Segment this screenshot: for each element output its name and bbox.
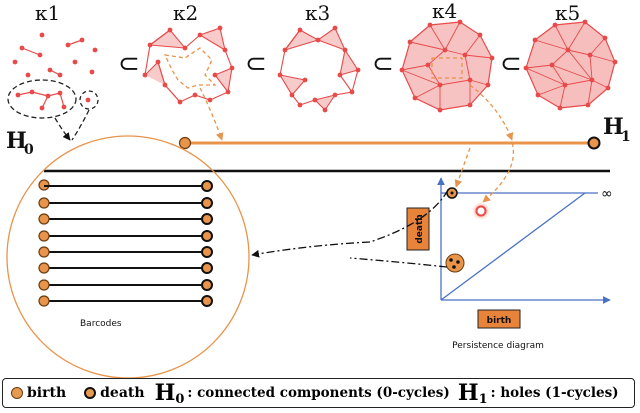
h1-bar-birth: [178, 136, 192, 150]
h0-subscript: 0: [24, 142, 34, 158]
h0-bars: [38, 179, 213, 307]
persistence-diagram: ∞ death birth Persistence diagram: [251, 142, 613, 351]
birth-label: birth: [487, 316, 512, 326]
birth-dot-icon: [11, 387, 23, 399]
h0-letter: H: [6, 128, 27, 154]
complex-label-5: κ5: [555, 1, 580, 25]
death-label-box: [406, 207, 430, 251]
legend-h1-desc: : holes (1-cycles): [490, 385, 619, 401]
component-highlight-1: [7, 79, 77, 119]
h1-bar: [178, 136, 601, 150]
h1-bar-death: [587, 136, 601, 150]
subset-symbol-2: ⊂: [245, 49, 267, 79]
birth-label-box: [477, 309, 521, 329]
legend-h1-subscript: 1: [478, 391, 488, 407]
infinity-symbol: ∞: [601, 186, 613, 202]
complex-label-2: κ2: [173, 1, 198, 25]
subset-symbol-3: ⊂: [372, 49, 394, 79]
legend-h0-subscript: 0: [175, 391, 185, 407]
legend-death-label: death: [100, 385, 145, 401]
legend-death: death: [84, 385, 145, 401]
legend-birth-label: birth: [27, 385, 67, 401]
diagram-title: Persistence diagram: [452, 341, 544, 351]
h1-label: H 1: [603, 114, 631, 145]
complex-label-1: κ1: [35, 1, 60, 25]
complex-label-3: κ3: [305, 1, 330, 25]
complex-k2: [142, 25, 235, 141]
subset-symbol-4: ⊂: [500, 49, 522, 79]
complex-k4: [399, 19, 514, 141]
barcodes-label: Barcodes: [80, 319, 122, 329]
diagram-point-h1: [475, 205, 487, 217]
h1-subscript: 1: [621, 129, 631, 145]
subset-symbols: ⊂ ⊂ ⊂ ⊂: [118, 49, 522, 79]
legend-h1-letter: H: [457, 380, 479, 406]
h1-letter: H: [603, 114, 624, 140]
component-highlight-2: [79, 90, 99, 110]
h0-label: H 0: [6, 128, 34, 158]
legend-h0-desc: : connected components (0-cycles): [187, 385, 450, 401]
death-dot-icon: [84, 387, 97, 399]
complex-k5: [523, 19, 618, 111]
death-label: death: [415, 214, 425, 243]
legend-h0-letter: H: [154, 380, 176, 406]
complex-k3: [277, 25, 361, 113]
diagram-point-cluster: [445, 253, 465, 273]
complex-k1: [7, 32, 99, 141]
legend-birth: birth: [11, 385, 66, 401]
subset-symbol-1: ⊂: [118, 49, 140, 79]
diagram-diagonal: [440, 192, 586, 301]
complex-labels: κ1 κ2 κ3 κ4 κ5: [35, 0, 580, 25]
complex-label-4: κ4: [432, 0, 457, 23]
